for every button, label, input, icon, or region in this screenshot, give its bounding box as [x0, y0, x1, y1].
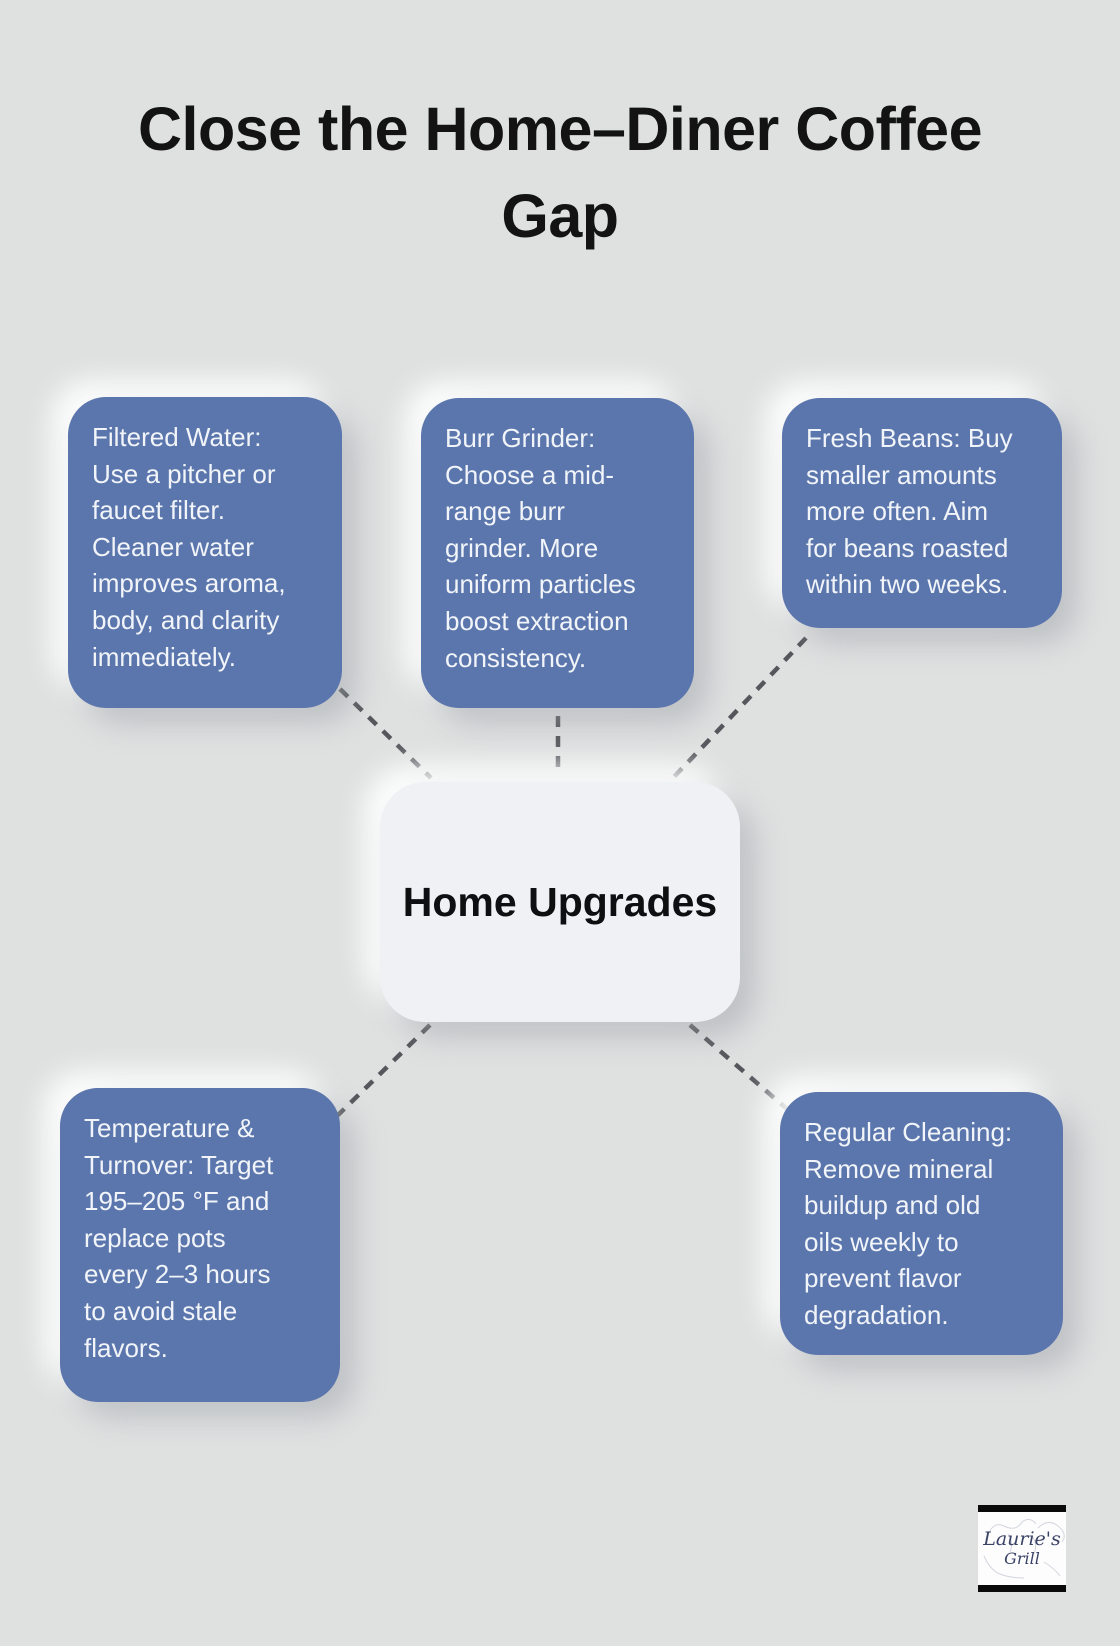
node-temperature-turnover-text: Temperature & Turnover: Target 195–205 °…	[84, 1113, 274, 1363]
node-fresh-beans: Fresh Beans: Buy smaller amounts more of…	[782, 398, 1062, 628]
node-filtered-water-text: Filtered Water: Use a pitcher or faucet …	[92, 422, 286, 672]
connector-filtered-water-to-center	[338, 687, 433, 780]
node-burr-grinder: Burr Grinder: Choose a mid- range burr g…	[421, 398, 694, 708]
logo-sketch-art	[983, 1518, 1065, 1579]
page-title: Close the Home–Diner Coffee Gap	[137, 95, 983, 250]
connector-fresh-beans-to-center	[670, 636, 808, 781]
node-regular-cleaning: Regular Cleaning: Remove mineral buildup…	[780, 1092, 1063, 1355]
center-node-home-upgrades: Home Upgrades	[380, 782, 740, 1022]
connector-center-to-cleaning	[688, 1023, 789, 1111]
brand-logo: Laurie's Grill	[978, 1505, 1066, 1592]
logo-line1: Laurie's	[983, 1527, 1061, 1550]
node-regular-cleaning-text: Regular Cleaning: Remove mineral buildup…	[804, 1117, 1013, 1330]
center-node-label: Home Upgrades	[402, 878, 718, 925]
node-temperature-turnover: Temperature & Turnover: Target 195–205 °…	[60, 1088, 340, 1402]
node-fresh-beans-text: Fresh Beans: Buy smaller amounts more of…	[806, 423, 1013, 600]
logo-line2: Grill	[1004, 1548, 1040, 1568]
node-burr-grinder-text: Burr Grinder: Choose a mid- range burr g…	[445, 423, 636, 673]
node-filtered-water: Filtered Water: Use a pitcher or faucet …	[68, 397, 342, 708]
connector-center-to-temperature	[334, 1023, 432, 1119]
